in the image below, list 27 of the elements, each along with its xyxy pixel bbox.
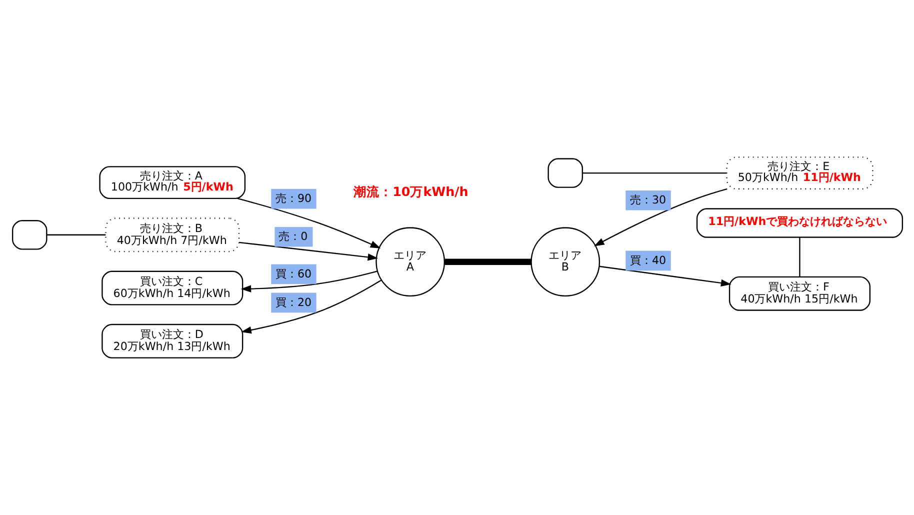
node-box: 11円/kWhで買わなければならない bbox=[696, 208, 903, 238]
node-box: 売り注文：A 100万kWh/h 5円/kWh bbox=[98, 166, 246, 199]
edge-label: 売：90 bbox=[274, 192, 312, 206]
edge-label: 買：60 bbox=[274, 267, 312, 280]
edge-label: 売：30 bbox=[630, 194, 666, 207]
arrow bbox=[236, 198, 380, 248]
node-box: 売り注文：E 50万kWh/h 11円/kWh bbox=[726, 156, 873, 190]
node-box: 買い注文：F 40万kWh/h 15円/kWh bbox=[728, 276, 870, 311]
edge-label: 売：0 bbox=[278, 230, 308, 244]
node-callout bbox=[11, 220, 47, 250]
edge-label: 買：20 bbox=[274, 296, 312, 310]
connector bbox=[582, 172, 726, 174]
node-box: 売り注文：B 40万kWh/h 7円/kWh bbox=[104, 218, 240, 252]
connector bbox=[444, 258, 531, 266]
node-circle: エリア A bbox=[375, 227, 445, 297]
node-circle: エリア B bbox=[530, 227, 600, 297]
arrow bbox=[240, 270, 378, 292]
label: 潮流：10万kWh/h bbox=[353, 184, 468, 199]
arrow bbox=[598, 266, 731, 287]
arrow bbox=[238, 242, 378, 261]
node-box: 買い注文：D 20万kWh/h 13円/kWh bbox=[101, 324, 243, 358]
arrow bbox=[240, 280, 382, 334]
edge-label: 買：40 bbox=[630, 254, 666, 268]
connector bbox=[46, 234, 106, 236]
connector bbox=[798, 237, 800, 277]
node-box: 買い注文：C 60万kWh/h 14円/kWh bbox=[101, 270, 243, 306]
node-callout bbox=[547, 158, 582, 188]
